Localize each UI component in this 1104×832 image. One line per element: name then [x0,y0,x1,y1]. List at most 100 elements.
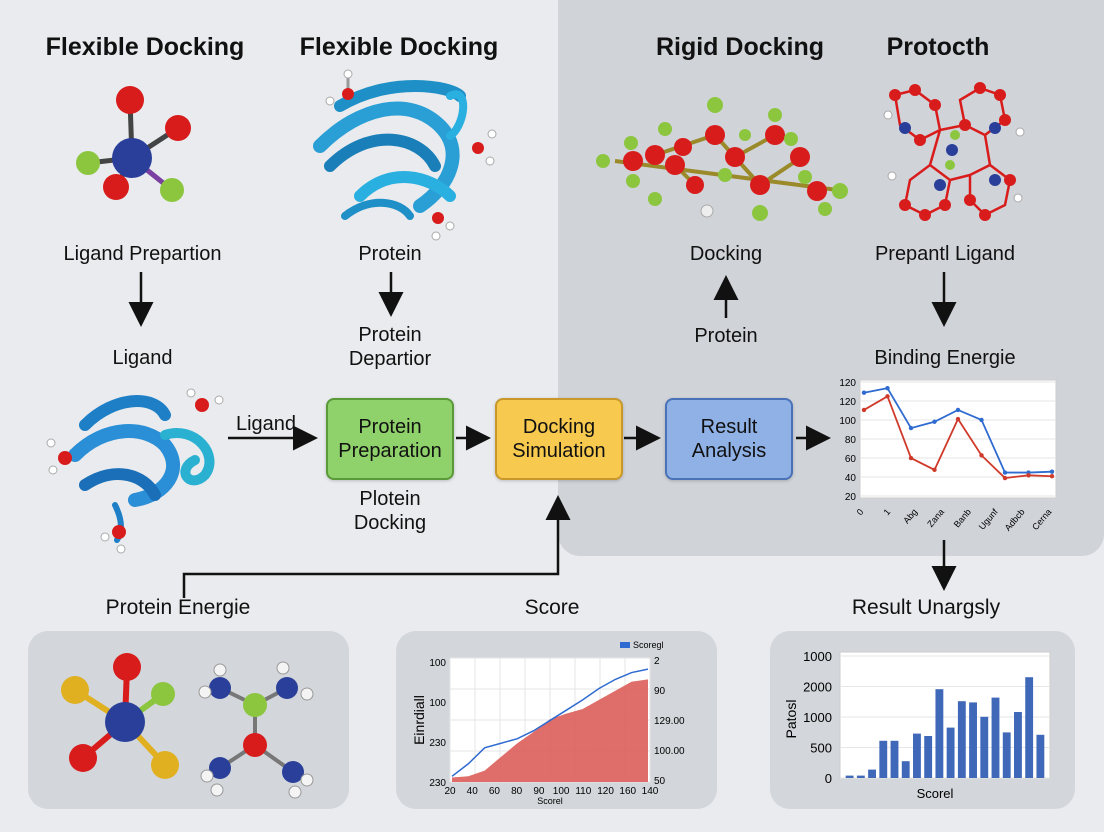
area-chart-xtick: 110 [575,786,591,797]
protein-departior-label-1: Protein [358,324,422,346]
protein-preparation-box: Protein Preparation [326,398,454,480]
protein-energie-title: Protein Energie [105,596,251,619]
docking-label: Docking [689,243,763,265]
docking-simulation-box: Docking Simulation [495,398,623,480]
result-analysis-line1: Result [700,416,758,438]
line-point-series-2 [955,416,961,422]
area-chart-ytick-right: 100.00 [654,746,685,757]
result-bar [1036,734,1045,778]
protein-preparation-line2: Preparation [338,440,442,462]
area-chart-xtick: 120 [597,786,614,797]
area-chart-ytick-left: 100 [429,698,446,709]
bar-chart-xlabel: Scorel [917,786,954,801]
area-chart-xtick: 80 [511,786,523,797]
line-chart-ytick: 40 [845,473,857,484]
line-point-series-2 [1026,473,1031,478]
docking-molecule-icon [596,97,848,221]
line-chart-xtick: 1 [882,507,893,517]
area-chart-ytick-right: 129.00 [654,716,685,727]
bar-chart-ylabel: Patosl [783,700,799,739]
area-chart-ytick-right: 90 [654,686,666,697]
line-point-series-1 [955,407,961,413]
area-chart-xtick: 160 [619,786,636,797]
bar-chart-ytick: 1000 [803,710,832,725]
line-point-series-2 [885,394,890,399]
result-bar [901,761,910,778]
result-bar [1002,732,1011,778]
line-point-series-2 [979,453,984,458]
line-chart-ytick: 120 [839,397,856,408]
plotein-docking-label-1: Plotein [359,488,421,510]
docking-simulation-line1: Docking [522,416,596,438]
result-bar [969,702,977,778]
protein-label-rigid: Protein [694,325,758,347]
result-bar [946,727,955,778]
result-bar [924,736,933,778]
result-analysis-line2: Analysis [691,440,767,462]
energie-molecules-icon [61,653,314,799]
line-chart-xtick: Zana [925,507,946,529]
result-bar [890,740,899,778]
area-chart-ytick-left: 100 [429,658,446,669]
line-chart-xtick: Banb [952,507,973,530]
line-point-series-1 [861,390,867,395]
area-chart-ytick-left: 230 [429,778,446,789]
result-bar [991,697,1000,778]
line-point-series-1 [1049,469,1055,474]
line-chart-ytick: 120 [839,378,856,389]
line-point-series-2 [908,455,914,461]
column3-title: Rigid Docking [655,33,825,61]
protein-preparation-line1: Protein [358,416,422,438]
area-chart-xtick: 90 [533,786,545,797]
line-point-series-2 [1049,474,1055,479]
ligand-molecule-icon [76,86,191,202]
area-chart-ytick-right: 2 [654,656,660,667]
line-point-series-2 [861,407,867,413]
ligand-edge-label: Ligand [235,413,297,435]
line-chart-xtick: Cerna [1030,507,1053,532]
area-chart-xtick: 100 [553,786,570,797]
result-bar [980,716,989,778]
line-chart-xtick: Adbcb [1003,507,1027,533]
result-bar [935,689,944,778]
line-chart-ytick: 80 [845,435,857,446]
result-analysis-box: Result Analysis [665,398,793,480]
line-chart-xtick: Ugunf [977,506,1000,531]
bar-chart-ytick: 2000 [803,680,832,695]
ligand-label: Ligand [112,347,173,369]
line-point-series-1 [908,425,914,431]
column2-title: Flexible Docking [299,33,499,61]
ligand-ribbon-icon [46,388,224,554]
score-area [452,679,648,782]
line-point-series-2 [1002,475,1008,481]
line-chart-xtick: 0 [855,507,866,517]
column1-title: Flexible Docking [45,33,245,61]
result-bar [957,701,966,778]
area-chart-ytick-right: 50 [654,776,666,787]
area-chart-ylabel: Einrdiall [411,695,427,745]
network-molecule-icon [883,82,1025,221]
line-point-series-1 [1002,470,1008,475]
area-legend-label: Scoregl [633,640,664,650]
line-point-series-1 [932,419,937,424]
result-unargsly-title: Result Unargsly [851,596,1001,619]
bar-chart-ytick: 500 [810,741,832,756]
score-line [451,668,649,777]
line-point-series-2 [932,467,937,473]
bar-chart-ytick: 1000 [803,649,832,664]
area-chart-ytick-left: 230 [429,738,446,749]
result-bar [913,733,921,778]
ligand-preparation-label: Ligand Prepartion [63,243,222,265]
line-chart-ytick: 60 [845,454,857,465]
result-bar [845,775,854,778]
area-chart-xtick: 60 [489,786,501,797]
result-bar [856,775,865,778]
result-bar [868,769,876,778]
score-title: Score [524,596,580,619]
protein-ribbon-icon [313,69,497,241]
protein-label: Protein [358,243,422,265]
